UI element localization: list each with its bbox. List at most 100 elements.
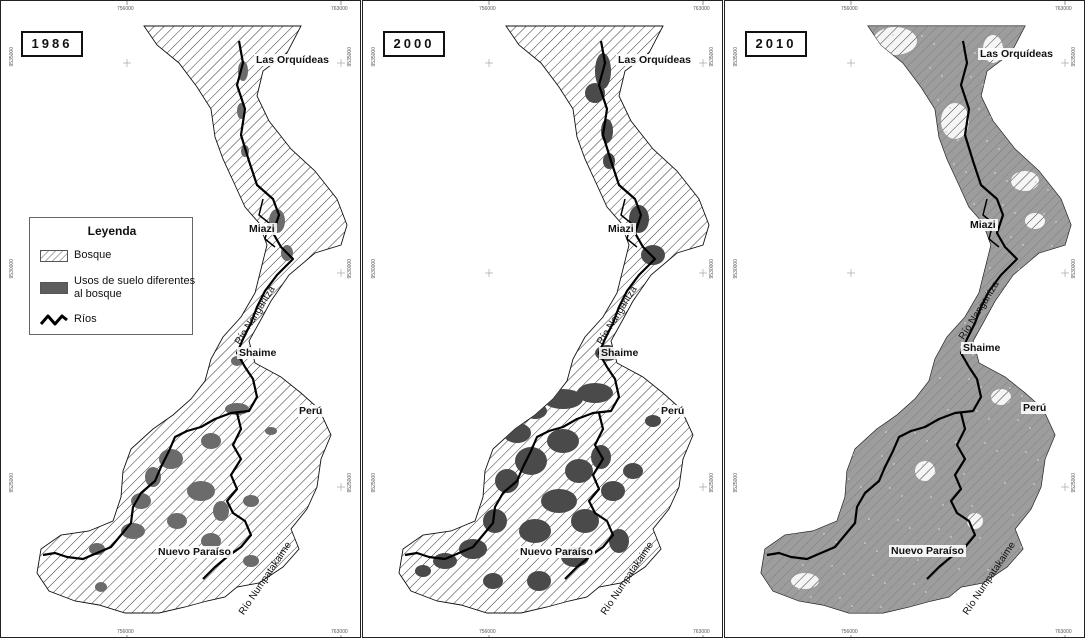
legend-label-bosque: Bosque <box>74 249 112 261</box>
speckle <box>874 272 876 274</box>
speckle <box>1049 547 1051 549</box>
speckle <box>796 230 798 232</box>
speckle <box>989 267 991 269</box>
speckle <box>841 295 843 297</box>
speckle <box>871 145 873 147</box>
landuse-patch <box>95 582 107 592</box>
speckle <box>814 72 816 74</box>
speckle <box>1001 355 1003 357</box>
speckle <box>941 75 943 77</box>
speckle <box>1007 609 1009 611</box>
speckle <box>944 282 946 284</box>
speckle <box>766 460 768 462</box>
speckle <box>906 400 908 402</box>
speckle <box>1058 428 1060 430</box>
speckle <box>970 76 972 78</box>
speckle <box>953 163 955 165</box>
speckle <box>993 323 995 325</box>
speckle <box>957 139 959 141</box>
coord-y-bottom-left: 9525000 <box>733 473 739 493</box>
place-shaime: Shaime <box>599 347 641 359</box>
speckle <box>1035 181 1037 183</box>
speckle <box>839 597 841 599</box>
speckle <box>869 367 871 369</box>
speckle <box>801 135 803 137</box>
speckle <box>922 464 924 466</box>
speckle <box>1053 523 1055 525</box>
landuse-patch <box>483 573 503 589</box>
speckle <box>995 601 997 603</box>
speckle <box>770 436 772 438</box>
speckle <box>868 518 870 520</box>
speckle <box>979 537 981 539</box>
speckle <box>986 140 988 142</box>
speckle <box>779 317 781 319</box>
speckle <box>1013 363 1015 365</box>
speckle <box>792 254 794 256</box>
speckle <box>999 577 1001 579</box>
speckle <box>900 66 902 68</box>
speckle <box>1018 268 1020 270</box>
landuse-patch <box>243 495 259 507</box>
speckle <box>1059 277 1061 279</box>
forest-patch <box>943 287 967 315</box>
speckle <box>780 166 782 168</box>
speckle <box>1042 364 1044 366</box>
speckle <box>820 326 822 328</box>
speckle <box>783 373 785 375</box>
speckle <box>1050 396 1052 398</box>
speckle <box>955 441 957 443</box>
coord-y-top-left: 9535000 <box>9 47 15 67</box>
speckle <box>996 450 998 452</box>
speckle <box>973 203 975 205</box>
landuse-patch <box>265 427 277 435</box>
speckle <box>808 318 810 320</box>
speckle <box>982 84 984 86</box>
speckle <box>889 487 891 489</box>
speckle <box>782 524 784 526</box>
speckle <box>800 286 802 288</box>
speckle <box>1038 308 1040 310</box>
place-miazi: Miazi <box>247 223 277 235</box>
speckle <box>928 218 930 220</box>
speckle <box>860 486 862 488</box>
speckle <box>810 596 812 598</box>
speckle <box>892 34 894 36</box>
map-panel-2000: 2000 756000 763000 756000 763000 9535000… <box>362 0 723 638</box>
speckle <box>893 463 895 465</box>
speckle <box>994 172 996 174</box>
coord-x-right-top: 763000 <box>693 6 710 12</box>
speckle <box>767 309 769 311</box>
speckle <box>815 501 817 503</box>
forest-patch <box>1011 171 1039 191</box>
speckle <box>917 559 919 561</box>
speckle <box>802 564 804 566</box>
place-nuevo-paraiso: Nuevo Paraíso <box>889 545 966 557</box>
coord-y-bottom-right: 9525000 <box>1071 473 1077 493</box>
coord-x-right-top: 763000 <box>1055 6 1072 12</box>
forest-patch <box>873 27 917 55</box>
speckle <box>949 107 951 109</box>
speckle <box>998 148 1000 150</box>
coord-y-top-right: 9535000 <box>1071 47 1077 67</box>
speckle <box>985 291 987 293</box>
legend-label-rios: Ríos <box>74 313 97 325</box>
speckle <box>864 542 866 544</box>
speckle <box>803 413 805 415</box>
speckle <box>1052 94 1054 96</box>
speckle <box>816 350 818 352</box>
speckle <box>867 89 869 91</box>
speckle <box>896 90 898 92</box>
speckle <box>936 250 938 252</box>
speckle <box>1055 221 1057 223</box>
landuse-patch <box>527 571 551 591</box>
speckle <box>830 136 832 138</box>
speckle <box>840 446 842 448</box>
speckle <box>923 313 925 315</box>
speckle <box>817 199 819 201</box>
speckle <box>887 209 889 211</box>
forest-patch <box>1025 213 1045 229</box>
speckle <box>920 186 922 188</box>
speckle <box>1017 419 1019 421</box>
legend-label-usos: Usos de suelo diferentes al bosque <box>74 275 196 300</box>
